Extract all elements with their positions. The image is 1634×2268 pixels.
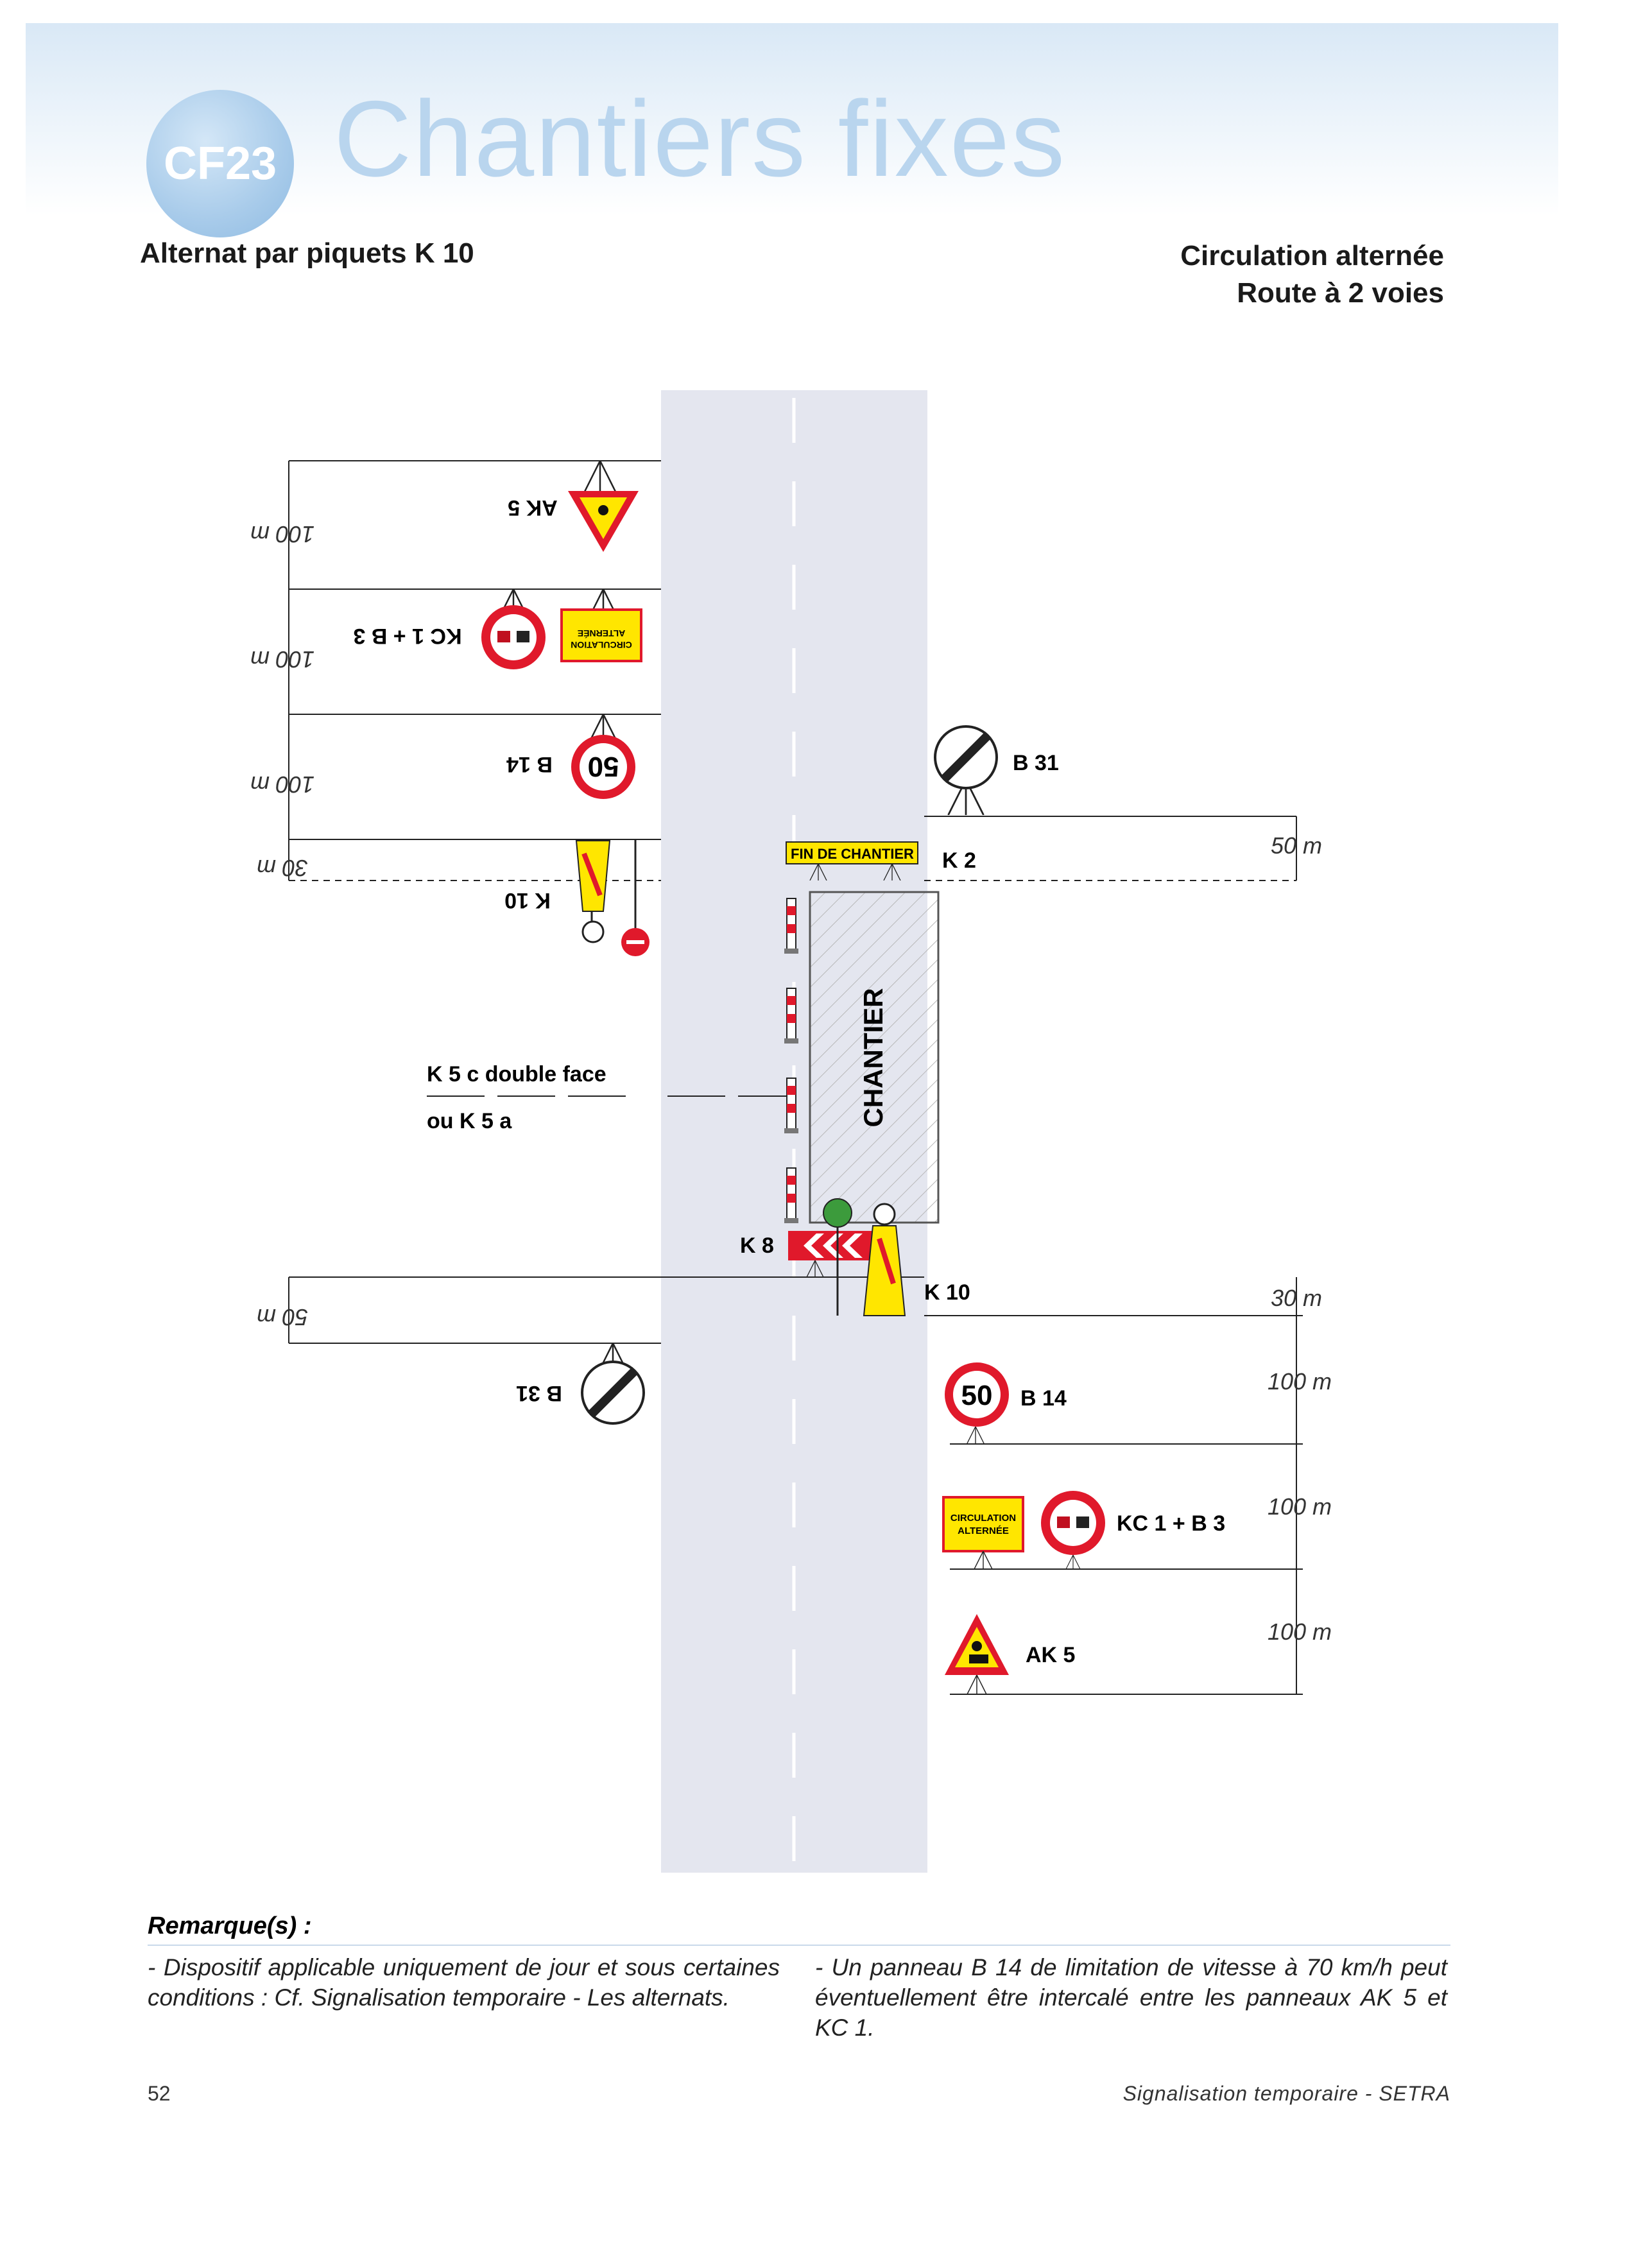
kc1-b3-label-left: KC 1 + B 3 [353, 624, 461, 648]
circ-line2-right: ALTERNÉE [958, 1525, 1009, 1536]
b14-label-right: B 14 [1020, 1386, 1067, 1411]
k5-cone [784, 988, 798, 1044]
k5a-label: ou K 5 a [427, 1109, 512, 1133]
b14-speed-right: 50 [961, 1380, 993, 1411]
k5-cone [784, 1078, 798, 1133]
chapter-badge: CF23 [146, 90, 294, 237]
b31-label-right: B 31 [1013, 751, 1059, 775]
remark-right: - Un panneau B 14 de limitation de vites… [815, 1954, 1447, 2041]
right-distance-labels: 50 m 30 m 100 m 100 m 100 m [1268, 832, 1332, 1645]
k5-cone [784, 898, 798, 954]
b14-sign-right [945, 1362, 1009, 1444]
left-distance-labels: 100 m 100 m 100 m 30 m 50 m [250, 521, 314, 1330]
right-dimension-chain [924, 816, 1303, 1695]
ak5-label-left: AK 5 [508, 495, 557, 520]
footer-source: Signalisation temporaire - SETRA [1122, 2082, 1450, 2105]
page-number: 52 [148, 2082, 171, 2105]
dist-right-1: 50 m [1271, 832, 1322, 859]
k8-barrier [788, 1231, 878, 1277]
fin-chantier-text: FIN DE CHANTIER [791, 846, 914, 862]
subtitle-right-line1: Circulation alternée [1180, 240, 1444, 271]
b31-label-left: B 31 [516, 1381, 562, 1405]
chantier-label: CHANTIER [858, 988, 888, 1128]
k10-label-left: K 10 [504, 888, 551, 913]
b14-label-left: B 14 [506, 752, 553, 777]
kc1-b3-label-right: KC 1 + B 3 [1117, 1511, 1225, 1536]
ak5-sign-left [568, 461, 639, 552]
chantier-zone [809, 891, 940, 1224]
k2-label: K 2 [942, 848, 976, 873]
b14-sign-left [571, 714, 635, 799]
b31-sign-right [934, 725, 998, 815]
subtitle-left: Alternat par piquets K 10 [140, 237, 474, 269]
dist-right-2: 30 m [1271, 1285, 1322, 1311]
left-dimension-chain [288, 460, 924, 1344]
ak5-sign-right [945, 1614, 1009, 1694]
circ-line1-left: CIRCULATION [571, 640, 632, 650]
dist-left-1: 100 m [250, 521, 314, 547]
b14-speed-left: 50 [588, 751, 619, 782]
k5c-label: K 5 c double face [427, 1062, 606, 1087]
k5-cones [784, 898, 798, 1223]
k2-sign [786, 841, 918, 881]
dist-left-3: 100 m [250, 771, 314, 798]
dist-left-5: 50 m [257, 1304, 308, 1330]
page-title: Chantiers fixes [334, 78, 1067, 199]
dist-right-4: 100 m [1268, 1493, 1332, 1520]
remarks-divider [148, 1945, 1450, 1946]
dist-right-3: 100 m [1268, 1368, 1332, 1395]
subtitle-right-line2: Route à 2 voies [1237, 277, 1444, 309]
kc1-b3-signs-left [481, 589, 642, 669]
subtitle-right: Circulation alternée Route à 2 voies [1180, 237, 1444, 312]
kc1-b3-signs-right [942, 1491, 1105, 1569]
b31-sign-left [581, 1343, 645, 1425]
k5-cone [784, 1167, 798, 1223]
dist-right-5: 100 m [1268, 1619, 1332, 1645]
remark-left: - Dispositif applicable uniquement de jo… [148, 1954, 780, 2011]
k10-label-right: K 10 [924, 1280, 970, 1305]
ak5-label-right: AK 5 [1026, 1643, 1075, 1667]
circ-line2-left: ALTERNÉE [578, 628, 625, 639]
dist-left-2: 100 m [250, 646, 314, 673]
circ-line1-right: CIRCULATION [950, 1513, 1016, 1524]
k10-flagger-left [575, 839, 649, 956]
dist-left-4: 30 m [257, 855, 308, 881]
k10-flagger-right [823, 1198, 906, 1316]
k8-label: K 8 [740, 1233, 774, 1258]
remarks-heading: Remarque(s) : [148, 1912, 312, 1939]
